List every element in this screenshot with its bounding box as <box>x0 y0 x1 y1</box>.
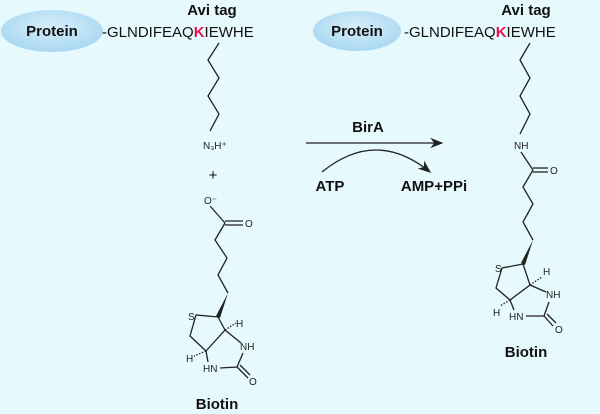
lysine-highlight: K <box>496 24 507 41</box>
carboxylate-o: O⁻ <box>204 196 217 207</box>
nh-label: NH <box>240 342 254 353</box>
protein-ellipse <box>313 11 401 51</box>
amide-o: O <box>550 166 558 177</box>
protein-label: Protein <box>331 23 383 40</box>
protein-ellipse <box>1 10 103 52</box>
left-avi-tagged-protein: Protein Avi tag -GLNDIFEAQKIEWHE N₃H⁺ + <box>1 2 254 184</box>
sulfur-s: S <box>495 264 502 275</box>
biotin-label: Biotin <box>505 344 548 361</box>
lysine-side-chain <box>207 42 220 132</box>
urea-o: O <box>249 377 257 388</box>
protein-label: Protein <box>26 23 78 40</box>
reaction-arrow-group: BirA ATP AMP+PPi <box>306 119 467 195</box>
h-atom: H <box>543 267 550 278</box>
atp-label: ATP <box>316 178 345 195</box>
amide-nh: NH <box>514 141 528 152</box>
amine-label: N₃H⁺ <box>203 141 227 152</box>
lysine-side-chain <box>519 42 531 135</box>
biotin-label: Biotin <box>196 396 239 413</box>
right-biotinylated-protein: Protein Avi tag -GLNDIFEAQKIEWHE NH O S … <box>313 2 563 361</box>
avi-sequence: -GLNDIFEAQKIEWHE <box>404 24 556 41</box>
avi-tag-label: Avi tag <box>501 2 550 19</box>
h-atom-2: H <box>186 354 193 365</box>
cofactor-arrow <box>321 149 432 173</box>
left-biotin: O⁻ O S H NH H HN O Biotin <box>186 196 257 413</box>
carbonyl-o: O <box>245 219 253 230</box>
nh-label: NH <box>546 290 560 301</box>
avi-sequence: -GLNDIFEAQKIEWHE <box>102 24 254 41</box>
products-label: AMP+PPi <box>401 178 467 195</box>
h-atom: H <box>236 319 243 330</box>
enzyme-label: BirA <box>352 119 384 136</box>
hn-label: HN <box>203 364 217 375</box>
avi-tag-label: Avi tag <box>187 2 236 19</box>
plus-sign: + <box>209 167 218 184</box>
lysine-highlight: K <box>194 24 205 41</box>
h-atom-2: H <box>493 308 500 319</box>
urea-o: O <box>555 325 563 336</box>
hn-label: HN <box>509 312 523 323</box>
sulfur-s: S <box>188 312 195 323</box>
